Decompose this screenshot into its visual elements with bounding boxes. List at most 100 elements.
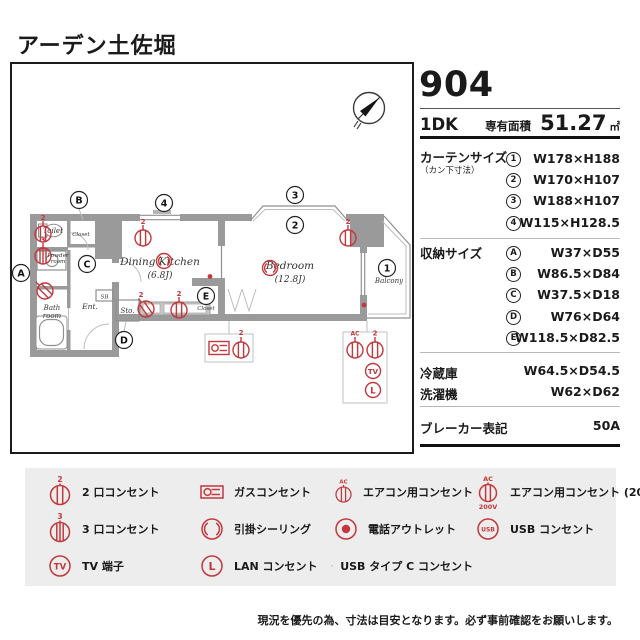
ceiling-hook-icon	[201, 517, 223, 540]
room-label-entrance: Ent.	[81, 302, 98, 311]
legend-item-outlet3: 3 3 口コンセント	[45, 511, 197, 547]
bathtub-icon	[35, 315, 68, 350]
area-unit: ㎡	[609, 121, 621, 133]
legend: 2 2 口コンセント ガスコンセント AC エアコン用コンセント AC	[25, 468, 640, 586]
room-label-powder-2: room	[51, 259, 65, 265]
room-label-closet-top: Closet	[72, 232, 90, 238]
svg-text:D: D	[120, 336, 128, 347]
divider	[420, 108, 620, 109]
usb-outlet-icon: USB	[477, 517, 499, 540]
marker-d: D	[114, 330, 134, 350]
ac-outlet-200v-icon: AC 200V	[479, 475, 498, 510]
room-label-closet-e: Closet	[197, 306, 215, 312]
svg-text:2: 2	[346, 218, 351, 226]
svg-text:TV: TV	[54, 562, 67, 572]
layout-type: 1DK	[420, 115, 458, 134]
svg-text:2: 2	[41, 214, 46, 222]
marker-3: 3	[285, 185, 305, 205]
ac-outlet-icon: AC	[335, 479, 352, 503]
legend-item-usb: USB USB コンセント	[473, 511, 640, 547]
electrical-symbols: 2 3 2 2 2 2	[29, 214, 367, 321]
outlet-symbol	[134, 224, 152, 247]
storage-section-label: 収納サイズ	[420, 246, 483, 261]
legend-item-ceiling: 引掛シーリング	[197, 511, 331, 547]
legend-item-phone: 電話アウトレット	[331, 511, 473, 547]
gas-outlet-icon	[200, 484, 224, 499]
storage-box	[115, 299, 140, 322]
svg-text:1: 1	[384, 264, 391, 275]
toilet-fixture	[38, 223, 63, 238]
curtain-section-label: カーテンサイズ （カン下寸法）	[420, 150, 508, 176]
legend-item-ac: AC エアコン用コンセント	[331, 474, 473, 510]
svg-text:3: 3	[292, 191, 299, 202]
marker-c: C	[77, 254, 97, 274]
media-callout: AC 2 TV L	[342, 321, 388, 404]
curtain-marker: 4	[506, 216, 521, 231]
svg-text:2: 2	[292, 221, 299, 232]
divider	[420, 406, 620, 407]
storage-marker: B	[506, 267, 521, 282]
svg-text:L: L	[208, 560, 215, 573]
windows	[140, 205, 366, 295]
floorplan-box: Toilet Closet Powder room Bath room Ent.…	[10, 62, 414, 454]
area-value: 51.27	[540, 111, 607, 135]
marker-1: 1	[377, 258, 397, 278]
svg-text:4: 4	[161, 199, 168, 210]
storage-marker: C	[506, 288, 521, 303]
svg-text:AC: AC	[483, 475, 493, 483]
floorplan-drawing: Toilet Closet Powder room Bath room Ent.…	[11, 91, 411, 404]
legend-item-tv: TV TV 端子	[45, 548, 197, 584]
svg-text:USB: USB	[481, 526, 495, 533]
room-label-bath-2: room	[43, 312, 62, 320]
room-label-bath-1: Bath	[43, 304, 61, 312]
legend-item-usbc: USB-C USB タイプ C コンセント	[331, 548, 473, 584]
tv-outlet-symbol	[364, 362, 382, 380]
lan-outlet-icon: L	[201, 554, 223, 577]
door-arcs	[68, 232, 257, 350]
walls	[30, 214, 384, 357]
room-labels: Toilet Closet Powder room Bath room Ent.…	[43, 227, 404, 320]
storage-marker: A	[506, 246, 521, 261]
gas-callout: 2	[204, 321, 254, 363]
room-label-sb: SB	[101, 295, 109, 301]
plan-markers: B 4 3 2 1 A C D E	[11, 185, 397, 350]
room-label-bedroom-size: (12.8J)	[275, 274, 306, 285]
divider	[420, 238, 620, 239]
curtain-marker: 3	[506, 194, 521, 209]
svg-text:L: L	[370, 387, 376, 397]
divider-thick	[420, 444, 620, 447]
outlet-3-icon: 3	[49, 512, 71, 542]
svg-text:TV: TV	[368, 368, 379, 376]
marker-4: 4	[154, 193, 174, 213]
room-label-dk-size: (6.8J)	[148, 270, 173, 281]
layout-area-row: 1DK 専有面積 51.27 ㎡	[420, 111, 620, 135]
marker-a: A	[11, 263, 31, 283]
tv-terminal-icon: TV	[49, 554, 71, 577]
divider	[420, 352, 620, 353]
storage-marker: E	[506, 331, 521, 346]
legend-item-ac200: AC 200V エアコン用コンセント (200V)	[473, 474, 640, 510]
phone-outlet-dot	[207, 274, 213, 279]
svg-text:A: A	[17, 269, 25, 280]
room-label-bedroom: Bedroom	[265, 260, 314, 272]
page-title: アーデン土佐堀	[17, 34, 177, 59]
curtain-marker: 2	[506, 173, 521, 188]
phone-outlet-dot	[361, 302, 367, 308]
marker-e: E	[196, 286, 216, 306]
lan-outlet-symbol	[364, 381, 382, 399]
svg-text:E: E	[203, 292, 210, 303]
svg-text:B: B	[75, 196, 82, 207]
svg-text:2: 2	[239, 329, 244, 337]
